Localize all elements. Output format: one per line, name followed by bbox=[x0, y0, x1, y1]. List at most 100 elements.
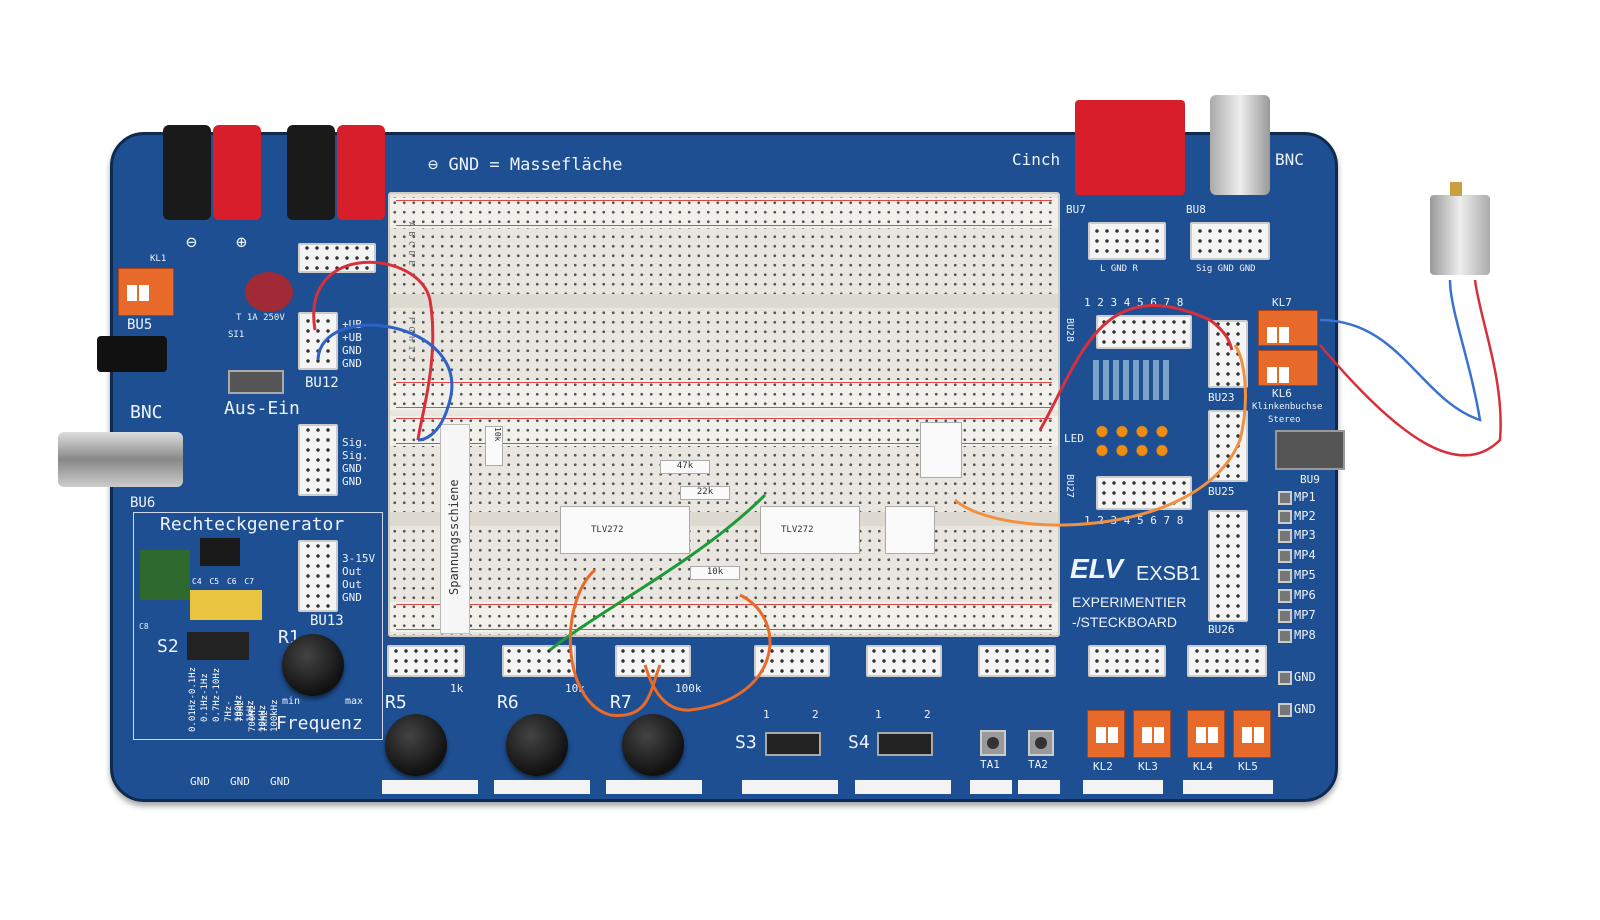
measure-point-mp8[interactable]: MP8 bbox=[1278, 628, 1316, 643]
power-rail[interactable] bbox=[390, 602, 1058, 632]
socket-bu13[interactable] bbox=[298, 540, 338, 612]
opamp-module[interactable]: TLV272 bbox=[560, 506, 690, 554]
socket-r7[interactable] bbox=[615, 645, 691, 677]
pot-min: min bbox=[282, 696, 301, 707]
banana-jack-black[interactable] bbox=[287, 125, 335, 220]
resistor-module[interactable]: 10k bbox=[485, 426, 503, 466]
banana-jack-black[interactable] bbox=[163, 125, 211, 220]
terminal-kl6[interactable] bbox=[1258, 350, 1318, 386]
measure-point-mp1[interactable]: MP1 bbox=[1278, 490, 1316, 505]
bu28-label: BU28 bbox=[1064, 318, 1075, 343]
banana-jack-red[interactable] bbox=[337, 125, 385, 220]
terminal-kl2[interactable] bbox=[1087, 710, 1125, 758]
socket-r5[interactable] bbox=[387, 645, 465, 677]
push-button-ta1[interactable] bbox=[980, 730, 1006, 756]
socket-bu12[interactable] bbox=[298, 312, 338, 370]
generator-title: Rechteckgenerator bbox=[160, 514, 345, 535]
bnc-connector-bu6[interactable] bbox=[58, 432, 183, 487]
ta2-label: TA2 bbox=[1028, 758, 1048, 771]
bu25-label: BU25 bbox=[1208, 485, 1235, 498]
power-rail[interactable] bbox=[390, 198, 1058, 228]
gnd-label: GND bbox=[270, 775, 290, 788]
measure-point-mp4[interactable]: MP4 bbox=[1278, 548, 1316, 563]
resistor-module[interactable]: 22k bbox=[680, 486, 730, 500]
socket-top[interactable] bbox=[298, 243, 376, 273]
power-switch-label: Aus-Ein bbox=[224, 398, 300, 419]
generator-section bbox=[133, 512, 383, 740]
socket-buttons[interactable] bbox=[978, 645, 1056, 677]
resistor-module[interactable]: 47k bbox=[660, 460, 710, 474]
frequency-knob-r1[interactable] bbox=[282, 634, 344, 696]
gnd-point[interactable]: GND bbox=[1278, 702, 1316, 717]
terminal-kl7[interactable] bbox=[1258, 310, 1318, 346]
socket-bu28[interactable] bbox=[1096, 315, 1192, 349]
terminal-kl1[interactable] bbox=[118, 268, 174, 316]
led-numbers-bottom: 1 2 3 4 5 6 7 8 bbox=[1084, 514, 1184, 527]
terminal-kl3[interactable] bbox=[1133, 710, 1171, 758]
socket-bnc[interactable] bbox=[298, 424, 338, 496]
socket-kl2-kl3[interactable] bbox=[1088, 645, 1166, 677]
r6-label: R6 bbox=[497, 692, 519, 713]
banana-jack-red[interactable] bbox=[213, 125, 261, 220]
breadboard[interactable]: Spannungsschiene A B C D E F G H I J 10k… bbox=[388, 192, 1060, 637]
push-button-ta2[interactable] bbox=[1028, 730, 1054, 756]
measure-point-mp3[interactable]: MP3 bbox=[1278, 528, 1316, 543]
si-label: SI1 bbox=[228, 330, 245, 340]
socket-bu25[interactable] bbox=[1208, 410, 1248, 482]
ic-chip bbox=[200, 538, 240, 566]
resistor-module[interactable]: 10k bbox=[690, 566, 740, 580]
label-strip bbox=[742, 780, 838, 794]
dc-jack[interactable] bbox=[97, 336, 167, 372]
kl4-label: KL4 bbox=[1193, 760, 1213, 773]
measure-point-mp7[interactable]: MP7 bbox=[1278, 608, 1316, 623]
slide-switch-s3[interactable] bbox=[765, 732, 821, 756]
measure-point-mp6[interactable]: MP6 bbox=[1278, 588, 1316, 603]
socket-kl4-kl5[interactable] bbox=[1187, 645, 1267, 677]
bnc-connector-bu8[interactable] bbox=[1210, 95, 1270, 195]
led-module[interactable] bbox=[920, 422, 962, 478]
label-strip bbox=[1083, 780, 1163, 794]
gnd-point[interactable]: GND bbox=[1278, 670, 1316, 685]
r5-label: R5 bbox=[385, 692, 407, 713]
frequency-ranges: 0.01Hz-0.1Hz 0.1Hz-1Hz 0.7Hz-10Hz 7Hz-10… bbox=[188, 666, 280, 732]
potentiometer-knob-r7[interactable] bbox=[622, 714, 684, 776]
r5-value: 1k bbox=[450, 682, 464, 695]
socket-s3[interactable] bbox=[754, 645, 830, 677]
c8-label: C8 bbox=[139, 622, 149, 631]
dip-switch-s2[interactable] bbox=[187, 632, 249, 660]
led-array bbox=[1092, 422, 1172, 460]
bu9-label: BU9 bbox=[1300, 473, 1320, 486]
socket-r6[interactable] bbox=[502, 645, 576, 677]
terminal-kl5[interactable] bbox=[1233, 710, 1271, 758]
potentiometer-knob-r6[interactable] bbox=[506, 714, 568, 776]
led-label: LED bbox=[1064, 432, 1084, 445]
row-labels: A B C D E bbox=[407, 221, 417, 266]
fuse-label: T 1A 250V bbox=[236, 313, 285, 323]
s3-label: S3 bbox=[735, 732, 757, 753]
socket-bu7[interactable] bbox=[1088, 222, 1166, 260]
headphone-jack-bu9[interactable] bbox=[1275, 430, 1345, 470]
power-switch[interactable] bbox=[228, 370, 284, 394]
socket-bu27[interactable] bbox=[1096, 476, 1192, 510]
motor-shaft bbox=[1450, 182, 1462, 196]
measure-point-mp5[interactable]: MP5 bbox=[1278, 568, 1316, 583]
center-channel bbox=[390, 512, 1058, 526]
r7-value: 100k bbox=[675, 682, 702, 695]
measure-point-mp2[interactable]: MP2 bbox=[1278, 509, 1316, 524]
voltage-rail-strip: Spannungsschiene bbox=[440, 424, 470, 634]
slide-switch-s4[interactable] bbox=[877, 732, 933, 756]
transistor-module[interactable] bbox=[885, 506, 935, 554]
potentiometer-knob-r5[interactable] bbox=[385, 714, 447, 776]
socket-bu8[interactable] bbox=[1190, 222, 1270, 260]
cinch-connectors[interactable] bbox=[1075, 100, 1185, 195]
socket-bu26[interactable] bbox=[1208, 510, 1248, 622]
fuse bbox=[245, 272, 293, 312]
socket-bu23[interactable] bbox=[1208, 320, 1248, 388]
power-rail[interactable] bbox=[390, 380, 1058, 410]
opamp-module[interactable]: TLV272 bbox=[760, 506, 860, 554]
label-strip bbox=[1183, 780, 1273, 794]
socket-s4[interactable] bbox=[866, 645, 942, 677]
elv-logo: ELV bbox=[1070, 553, 1123, 584]
terminal-kl4[interactable] bbox=[1187, 710, 1225, 758]
gnd-label: GND bbox=[230, 775, 250, 788]
